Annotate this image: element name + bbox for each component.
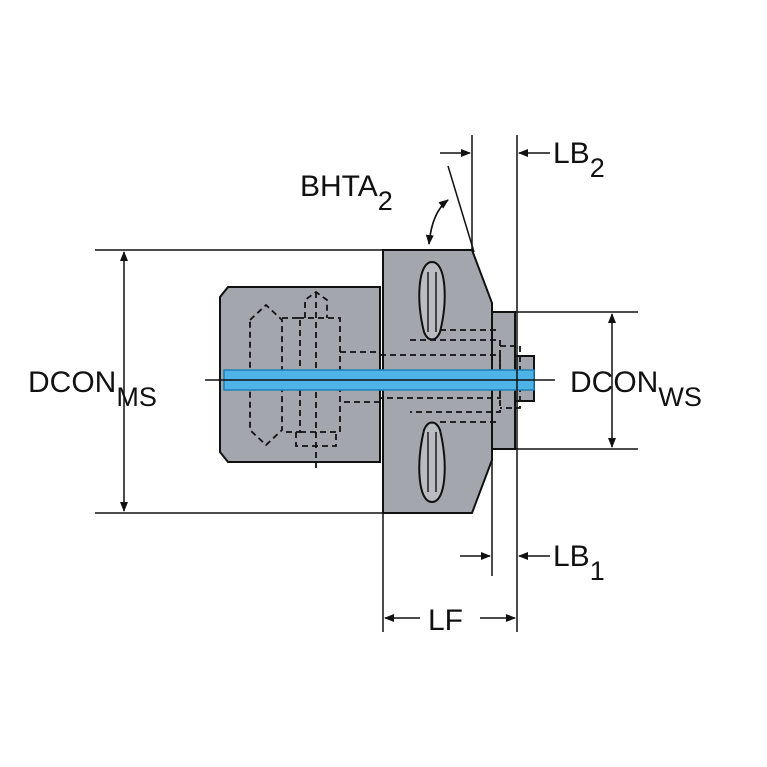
- dcon-ws-label: DCONWS: [570, 366, 702, 412]
- key-slot-grooves: [427, 272, 437, 492]
- dimension-lines: [95, 135, 638, 632]
- key-slot-top: [418, 260, 446, 341]
- dcon-ms-label: DCONMS: [28, 366, 157, 412]
- lb1-label: LB1: [553, 540, 605, 586]
- bhta2-label: BHTA2: [300, 170, 393, 216]
- lf-label: LF: [428, 604, 463, 637]
- lb2-label: LB2: [553, 137, 605, 183]
- bhta2-arc: [425, 199, 449, 245]
- key-slot-bottom: [418, 421, 446, 504]
